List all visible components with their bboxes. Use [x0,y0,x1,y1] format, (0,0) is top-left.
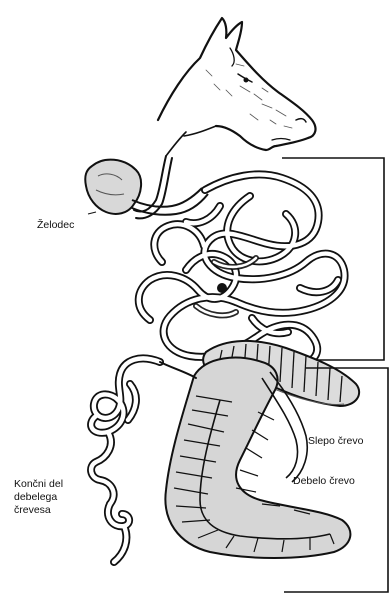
label-stomach: Želodec [37,219,74,232]
small-intestine [139,174,345,366]
stomach [85,160,208,215]
horse-head [158,18,315,156]
label-small-colon-line1: Končni del [14,478,63,491]
label-leaders [88,212,96,214]
label-small-colon: Končni del debelega črevesa [14,478,63,517]
label-small-colon-line2: debelega [14,491,63,504]
label-small-colon-line3: črevesa [14,504,63,517]
label-large-colon: Debelo črevo [293,475,355,488]
label-caecum: Slepo črevo [308,435,363,448]
